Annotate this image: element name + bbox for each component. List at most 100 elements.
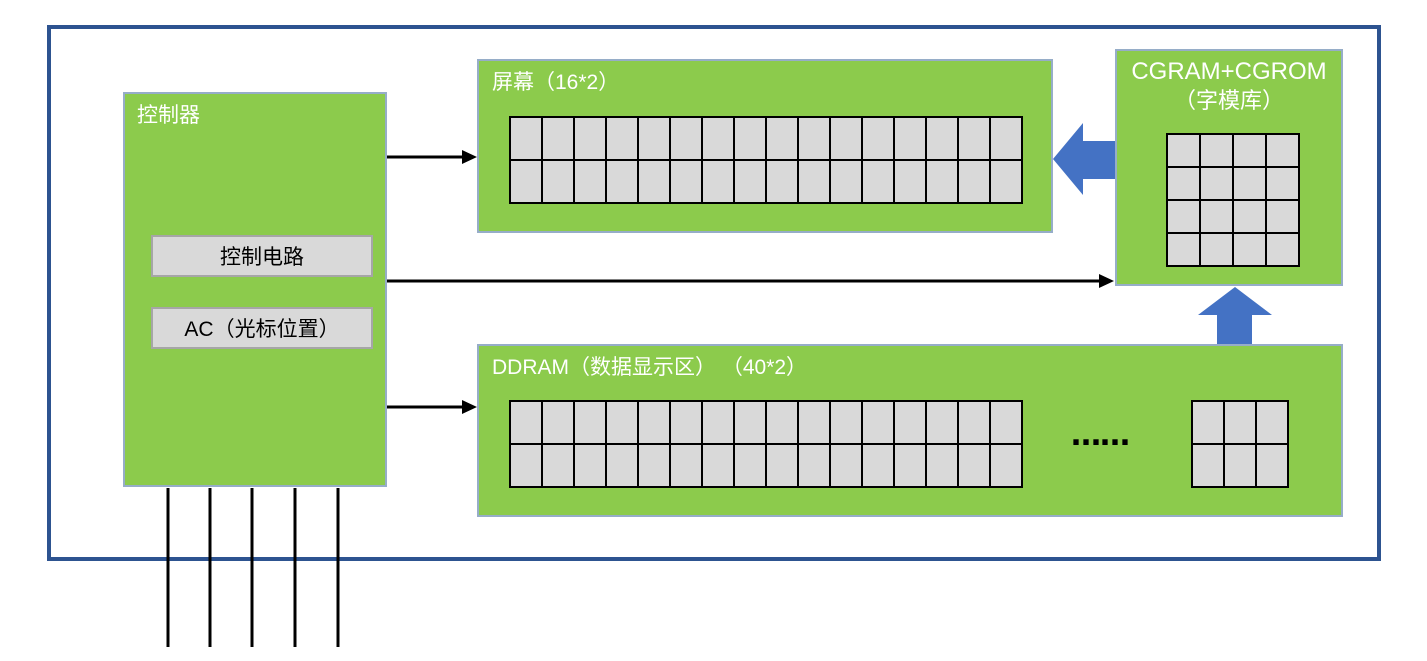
memory-cell: [1193, 445, 1223, 486]
memory-cell: [511, 118, 541, 159]
memory-cell: [991, 118, 1021, 159]
memory-cell: [703, 445, 733, 486]
memory-cell: [927, 402, 957, 443]
memory-cell: [927, 445, 957, 486]
memory-cell: [703, 161, 733, 202]
memory-cell: [671, 161, 701, 202]
memory-cell: [863, 445, 893, 486]
ddram-cell-grid-small: [1191, 400, 1289, 488]
memory-cell: [1168, 135, 1199, 166]
memory-cell: [1234, 168, 1265, 199]
module-boundary-frame: [47, 25, 1381, 561]
ddram-cell-grid-main: [509, 400, 1023, 488]
memory-cell: [959, 445, 989, 486]
control-circuit-label: 控制电路: [220, 246, 304, 269]
memory-cell: [543, 402, 573, 443]
memory-cell: [511, 402, 541, 443]
memory-cell: [607, 118, 637, 159]
cgram-title-line2: （字模库）: [1173, 88, 1284, 113]
memory-cell: [895, 118, 925, 159]
memory-cell: [1225, 445, 1255, 486]
memory-cell: [1201, 234, 1232, 265]
memory-cell: [895, 445, 925, 486]
cgram-cell-grid: [1166, 133, 1300, 267]
memory-cell: [511, 161, 541, 202]
memory-cell: [671, 445, 701, 486]
memory-cell: [671, 402, 701, 443]
memory-cell: [543, 161, 573, 202]
memory-cell: [1201, 201, 1232, 232]
memory-cell: [895, 161, 925, 202]
cgram-title-line1: CGRAM+CGROM: [1131, 58, 1327, 85]
memory-cell: [1201, 168, 1232, 199]
memory-cell: [831, 118, 861, 159]
memory-cell: [1193, 402, 1223, 443]
controller-title: 控制器: [137, 104, 200, 127]
memory-cell: [991, 161, 1021, 202]
control-circuit-box: 控制电路: [151, 235, 373, 277]
memory-cell: [991, 402, 1021, 443]
memory-cell: [735, 118, 765, 159]
screen-cell-grid: [509, 116, 1023, 204]
memory-cell: [639, 445, 669, 486]
memory-cell: [671, 118, 701, 159]
screen-title: 屏幕（16*2）: [492, 71, 620, 94]
memory-cell: [1267, 135, 1298, 166]
memory-cell: [1234, 135, 1265, 166]
memory-cell: [639, 402, 669, 443]
memory-cell: [831, 161, 861, 202]
memory-cell: [767, 402, 797, 443]
controller-box: 控制器 控制电路 AC（光标位置）: [123, 92, 387, 487]
memory-cell: [607, 445, 637, 486]
memory-cell: [959, 402, 989, 443]
memory-cell: [639, 118, 669, 159]
memory-cell: [1225, 402, 1255, 443]
memory-cell: [1257, 445, 1287, 486]
memory-cell: [607, 161, 637, 202]
ddram-ellipsis: ……: [1071, 418, 1130, 453]
memory-cell: [863, 402, 893, 443]
memory-cell: [639, 161, 669, 202]
memory-cell: [735, 161, 765, 202]
memory-cell: [575, 402, 605, 443]
memory-cell: [831, 445, 861, 486]
ddram-title: DDRAM（数据显示区） （40*2）: [492, 356, 808, 379]
memory-cell: [1168, 234, 1199, 265]
memory-cell: [895, 402, 925, 443]
memory-cell: [799, 118, 829, 159]
memory-cell: [1257, 402, 1287, 443]
memory-cell: [575, 118, 605, 159]
cgram-title: CGRAM+CGROM （字模库）: [1117, 57, 1341, 115]
memory-cell: [831, 402, 861, 443]
memory-cell: [959, 118, 989, 159]
memory-cell: [863, 118, 893, 159]
memory-cell: [511, 445, 541, 486]
memory-cell: [1267, 201, 1298, 232]
memory-cell: [607, 402, 637, 443]
ac-cursor-label: AC（光标位置）: [184, 318, 340, 341]
memory-cell: [1168, 168, 1199, 199]
memory-cell: [927, 118, 957, 159]
ac-cursor-box: AC（光标位置）: [151, 307, 373, 349]
memory-cell: [735, 445, 765, 486]
ddram-box: DDRAM（数据显示区） （40*2） ……: [477, 344, 1343, 517]
memory-cell: [799, 402, 829, 443]
memory-cell: [703, 402, 733, 443]
memory-cell: [927, 161, 957, 202]
memory-cell: [703, 118, 733, 159]
memory-cell: [1201, 135, 1232, 166]
memory-cell: [767, 118, 797, 159]
memory-cell: [863, 161, 893, 202]
memory-cell: [543, 445, 573, 486]
memory-cell: [575, 161, 605, 202]
memory-cell: [767, 445, 797, 486]
memory-cell: [735, 402, 765, 443]
memory-cell: [799, 445, 829, 486]
screen-box: 屏幕（16*2）: [477, 59, 1053, 233]
memory-cell: [1234, 234, 1265, 265]
memory-cell: [1267, 234, 1298, 265]
cgram-cgrom-box: CGRAM+CGROM （字模库）: [1115, 49, 1343, 286]
memory-cell: [799, 161, 829, 202]
memory-cell: [1267, 168, 1298, 199]
